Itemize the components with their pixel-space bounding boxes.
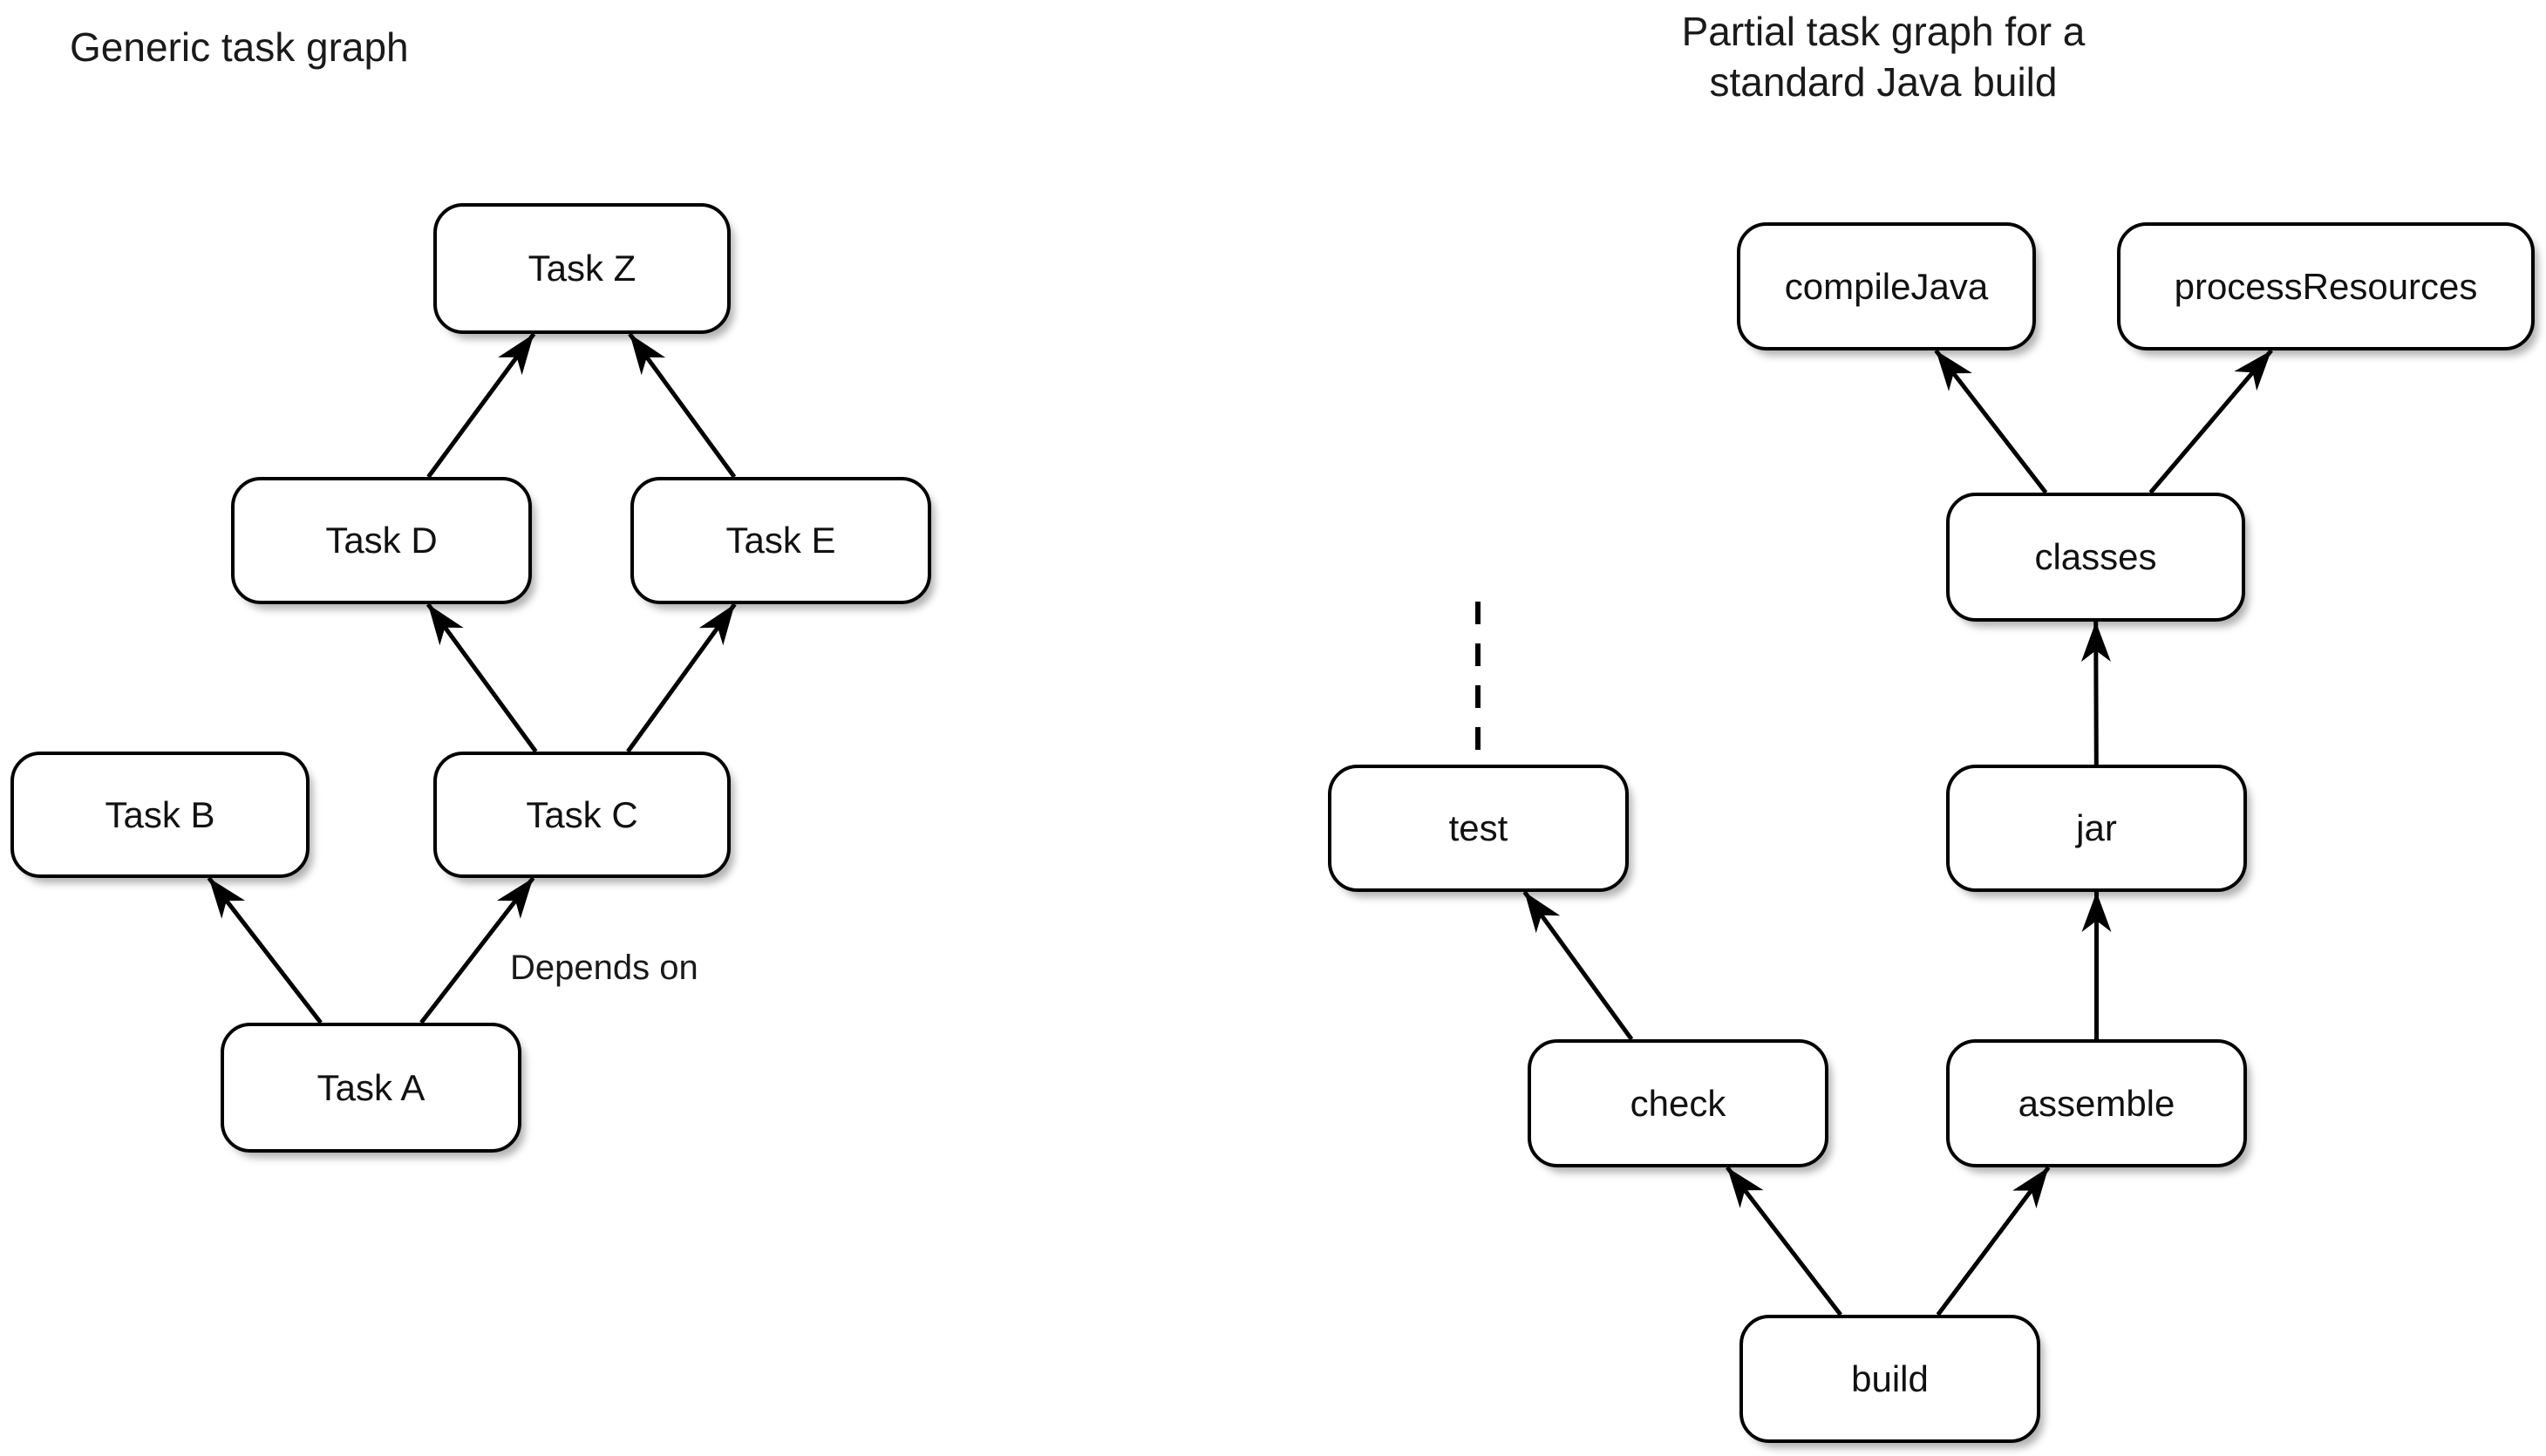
task-node-label: Task C <box>526 793 638 835</box>
task-node-jar[interactable]: jar <box>1946 765 2247 892</box>
task-node-taskE[interactable]: Task E <box>630 477 931 604</box>
task-node-label: jar <box>2076 807 2117 848</box>
task-node-test[interactable]: test <box>1328 765 1629 892</box>
edge-arrowhead <box>2080 622 2111 663</box>
edge-arrowhead <box>1936 350 1972 391</box>
task-node-compileJava[interactable]: compileJava <box>1737 222 2036 350</box>
edge-label-depends-on: Depends on <box>510 949 698 987</box>
edge-arrowhead <box>1727 1167 1764 1208</box>
edge-classes-to-processResources <box>2148 349 2273 494</box>
java-build-graph-title: Partial task graph for a standard Java b… <box>1681 9 2086 105</box>
edge-arrowhead <box>698 604 735 646</box>
edge-taskE-to-taskZ <box>628 332 737 479</box>
edge-taskA-to-taskB <box>207 876 323 1024</box>
edge-taskD-to-taskZ <box>426 332 536 479</box>
task-node-label: Task Z <box>528 248 636 289</box>
task-node-label: test <box>1448 807 1508 848</box>
task-node-build[interactable]: build <box>1739 1315 2040 1443</box>
task-node-taskC[interactable]: Task C <box>433 752 731 878</box>
task-node-classes[interactable]: classes <box>1946 493 2245 622</box>
edge-build-to-check <box>1726 1166 1842 1317</box>
edge-arrowhead <box>496 878 534 919</box>
edge-arrowhead <box>2012 1167 2049 1208</box>
edge-taskC-to-taskE <box>626 602 737 753</box>
edge-check-to-test <box>1522 890 1634 1041</box>
task-node-label: Task E <box>725 520 836 561</box>
task-node-taskB[interactable]: Task B <box>10 752 310 878</box>
task-node-label: check <box>1630 1082 1726 1124</box>
task-node-label: compileJava <box>1784 265 1989 307</box>
task-node-label: Task B <box>105 793 215 835</box>
edge-arrowhead <box>208 878 246 919</box>
edge-taskC-to-taskD <box>425 602 538 753</box>
edge-arrowhead <box>427 604 464 646</box>
generic-graph-title: Generic task graph <box>70 24 409 70</box>
task-node-label: processResources <box>2174 265 2478 307</box>
task-node-label: classes <box>2034 536 2157 577</box>
task-node-check[interactable]: check <box>1528 1039 1828 1167</box>
edge-arrowhead <box>498 334 534 376</box>
task-node-label: assemble <box>2018 1082 2175 1124</box>
task-node-label: Task A <box>317 1066 425 1108</box>
task-node-taskZ[interactable]: Task Z <box>433 203 731 334</box>
task-node-label: build <box>1851 1357 1929 1399</box>
edge-arrowhead <box>1524 892 1561 934</box>
edge-arrowhead <box>2234 350 2271 391</box>
edge-build-to-assemble <box>1936 1166 2051 1317</box>
task-node-label: Task D <box>325 520 438 561</box>
task-node-taskD[interactable]: Task D <box>231 477 532 604</box>
task-node-assemble[interactable]: assemble <box>1946 1039 2247 1167</box>
task-node-processResources[interactable]: processResources <box>2117 222 2535 350</box>
task-node-taskA[interactable]: Task A <box>221 1023 521 1153</box>
edge-arrowhead <box>2081 892 2112 932</box>
edge-arrowhead <box>630 334 666 376</box>
edge-classes-to-compileJava <box>1934 349 2048 494</box>
edge-taskA-to-taskC <box>419 876 535 1024</box>
